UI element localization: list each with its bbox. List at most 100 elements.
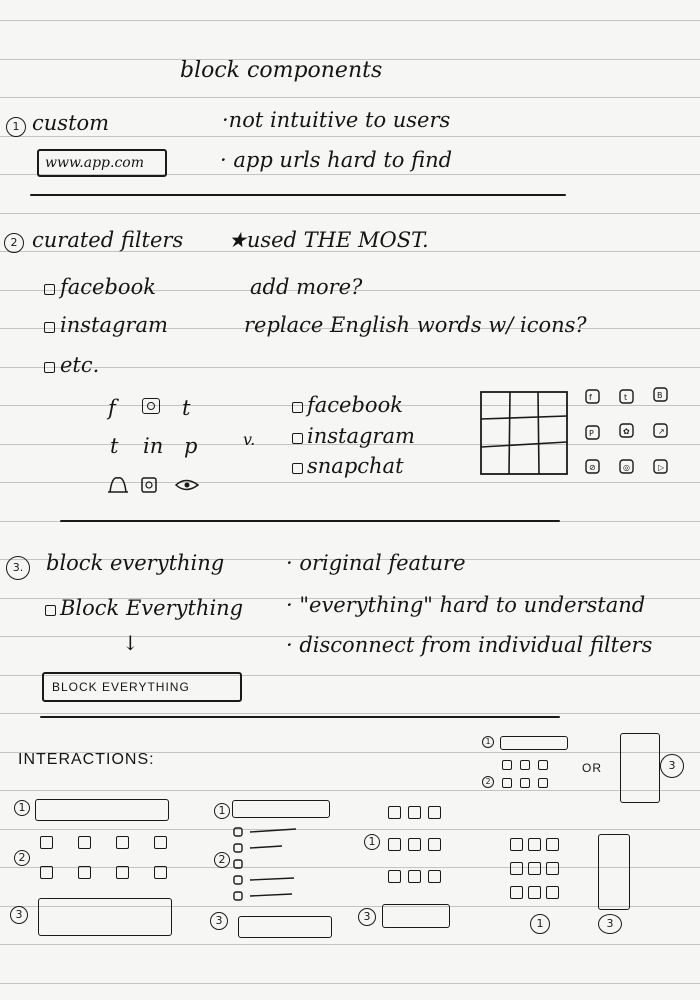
- sketch-checkbox: [408, 870, 421, 883]
- ruled-line: [0, 752, 700, 753]
- sketch-checkbox: [78, 836, 91, 849]
- layout-b-label-3: 3: [210, 912, 228, 930]
- layout-d-side-panel: [598, 834, 630, 910]
- checkbox-etc: [44, 362, 55, 373]
- icon-grid-sketch: [480, 391, 568, 475]
- ruled-line: [0, 983, 700, 984]
- layout-d-label-3: 3: [598, 914, 622, 934]
- svg-text:✿: ✿: [623, 427, 630, 436]
- ruled-line: [0, 251, 700, 252]
- ruled-line: [0, 944, 700, 945]
- arrow-down-icon: ↓: [122, 631, 139, 655]
- ruled-line: [0, 867, 700, 868]
- sketch-checkbox: [502, 778, 512, 788]
- layout-a-panel: [38, 898, 172, 936]
- layout-a-label-1: 1: [14, 800, 30, 816]
- custom-note-2: · app urls hard to find: [220, 148, 453, 172]
- svg-text:t: t: [624, 393, 627, 402]
- icon-tumblr-glyph: t: [182, 396, 191, 420]
- side-panel-sketch: [620, 733, 660, 803]
- sketch-checkbox: [546, 886, 559, 899]
- ruled-line: [0, 636, 700, 637]
- ghost-icon: [108, 477, 128, 493]
- custom-note-1: ·not intuitive to users: [222, 108, 451, 132]
- ruled-line: [0, 482, 700, 483]
- icon-pinterest-glyph: p: [184, 434, 198, 458]
- block-everything-button-text: BLOCK EVERYTHING: [52, 680, 190, 694]
- icon-facebook-glyph: f: [108, 396, 116, 420]
- sketch-checkbox: [510, 862, 523, 875]
- block-note-hard-to-understand: · "everything" hard to understand: [286, 593, 646, 617]
- sketch-checkbox: [538, 760, 548, 770]
- sketch-checkbox: [528, 838, 541, 851]
- interactions-heading: INTERACTIONS:: [18, 751, 155, 768]
- sketch-checkbox: [388, 870, 401, 883]
- layout-b-label-1: 1: [214, 803, 230, 819]
- section-3-number: 3.: [6, 556, 30, 580]
- label-1-small: 1: [482, 736, 494, 748]
- sketch-checkbox: [116, 866, 129, 879]
- layout-b-search-bar: [232, 800, 330, 818]
- sketch-checkbox: [502, 760, 512, 770]
- sketch-checkbox: [408, 838, 421, 851]
- or-label: OR: [582, 761, 602, 775]
- layout-c-panel: [382, 904, 450, 928]
- ruled-line: [0, 20, 700, 21]
- star-note: ★used THE MOST.: [228, 228, 429, 252]
- ruled-line: [0, 328, 700, 329]
- sketch-checkbox: [154, 866, 167, 879]
- sketch-checkbox: [510, 838, 523, 851]
- checkbox-block-everything: [45, 605, 56, 616]
- svg-text:◎: ◎: [623, 463, 630, 472]
- camera-icon: [142, 398, 160, 414]
- ruled-line: [0, 829, 700, 830]
- ruled-line: [0, 444, 700, 445]
- section-1-number: 1: [6, 117, 26, 137]
- square-icon: [141, 477, 157, 493]
- checkbox-instagram: [44, 322, 55, 333]
- block-everything-button-sketch: BLOCK EVERYTHING: [42, 672, 242, 702]
- curated-item-etc: etc.: [60, 353, 100, 377]
- layout-b-list: [233, 827, 297, 901]
- sketch-checkbox: [408, 806, 421, 819]
- curated-note-replace-words: replace English words w/ icons?: [244, 313, 587, 337]
- layout-a-label-3: 3: [10, 906, 28, 924]
- url-text: www.app.com: [45, 155, 145, 171]
- eye-icon: [174, 479, 200, 491]
- section-1-heading: custom: [32, 111, 110, 135]
- sketch-checkbox: [510, 886, 523, 899]
- icon-linkedin-glyph: in: [143, 434, 164, 458]
- sketch-checkbox: [546, 862, 559, 875]
- sketch-checkbox: [546, 838, 559, 851]
- sketch-checkbox: [428, 870, 441, 883]
- icon-twitter-glyph: t: [110, 434, 119, 458]
- ruled-line: [0, 405, 700, 406]
- ruled-line: [0, 213, 700, 214]
- icon-row-sketch: [108, 477, 200, 493]
- section-3-heading: block everything: [46, 551, 225, 575]
- ruled-line: [0, 559, 700, 560]
- checkbox-instagram-2: [292, 433, 303, 444]
- sketch-checkbox: [154, 836, 167, 849]
- curated-item-facebook: facebook: [60, 275, 156, 299]
- block-note-original: · original feature: [286, 551, 466, 575]
- list-item-snapchat: snapchat: [307, 454, 404, 478]
- svg-text:▷: ▷: [658, 463, 665, 472]
- sketch-checkbox: [520, 778, 530, 788]
- sketch-checkbox: [40, 866, 53, 879]
- ruled-line: [0, 174, 700, 175]
- sketch-checkbox: [528, 886, 541, 899]
- ruled-line: [0, 97, 700, 98]
- layout-b-panel: [238, 916, 332, 938]
- sketch-checkbox: [388, 838, 401, 851]
- sketch-checkbox: [538, 778, 548, 788]
- checkbox-facebook-2: [292, 402, 303, 413]
- svg-text:B: B: [657, 391, 663, 400]
- ruled-line: [0, 675, 700, 676]
- versus-label: v.: [243, 430, 256, 449]
- ruled-line: [0, 790, 700, 791]
- layout-d-label-1: 1: [530, 914, 550, 934]
- list-item-instagram: instagram: [307, 424, 415, 448]
